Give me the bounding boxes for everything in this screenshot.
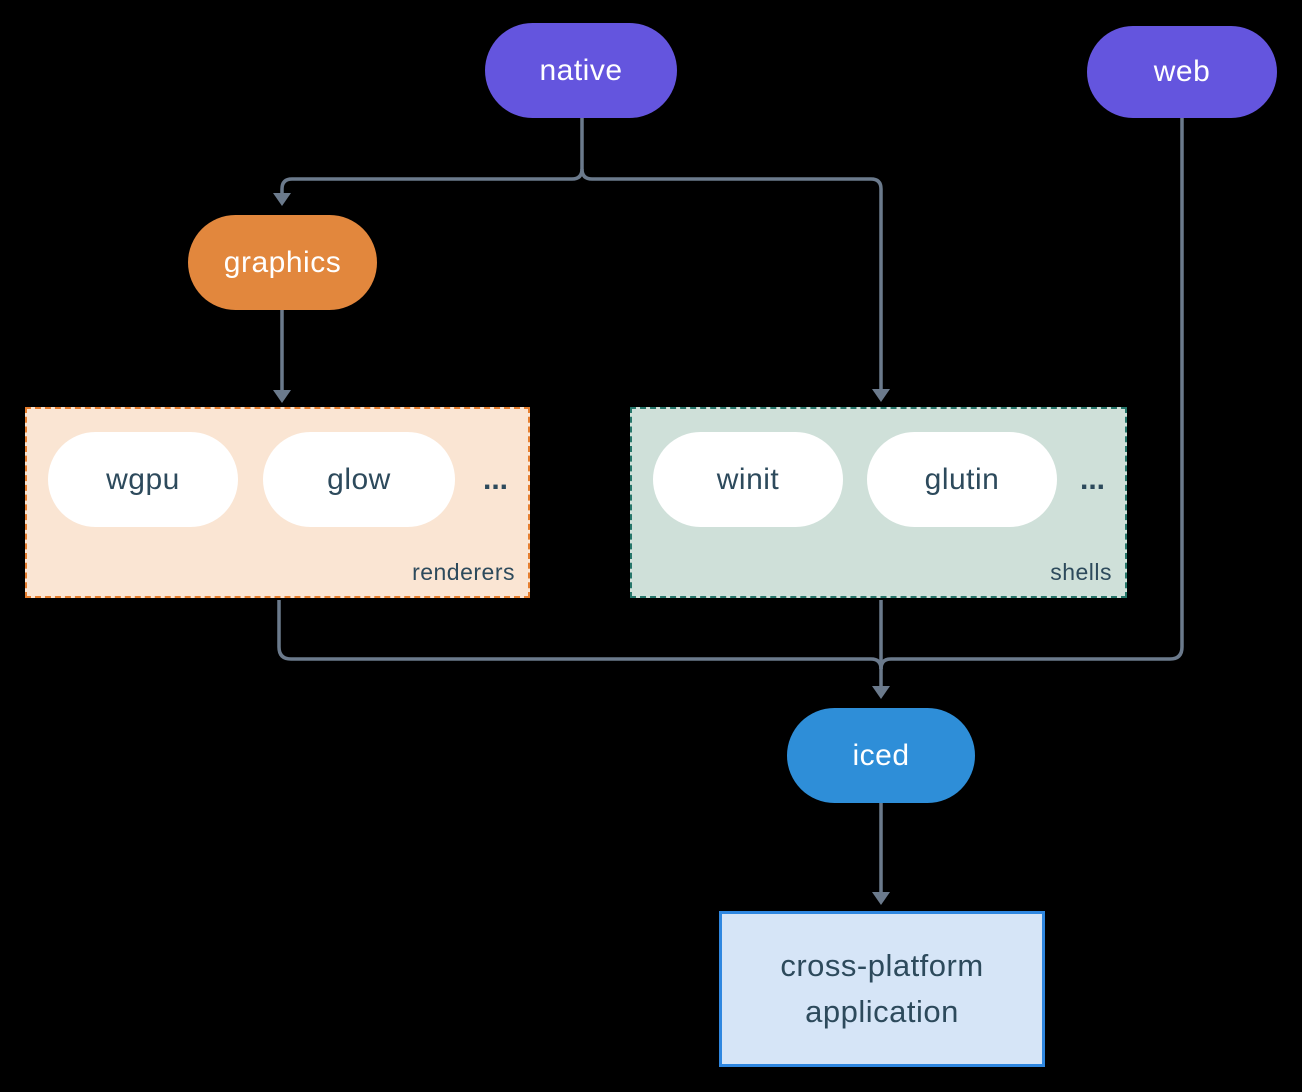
renderers-group-label: renderers [412, 559, 515, 585]
edge-native-shells [580, 168, 883, 389]
native-label: native [539, 53, 623, 87]
arrowhead-graphics [273, 193, 291, 206]
arrowhead-iced [872, 686, 890, 699]
winit-label: winit [716, 462, 780, 496]
graphics-label: graphics [223, 245, 342, 279]
edge-native-graphics [280, 168, 584, 193]
application-label: cross-platform application [780, 947, 984, 1030]
web-node: web [1087, 26, 1277, 118]
renderers-ellipsis: ... [482, 462, 508, 496]
web-label: web [1153, 55, 1211, 88]
application-node: cross-platform application [719, 911, 1045, 1067]
glutin-label: glutin [924, 462, 1000, 496]
glow-node: glow [263, 432, 455, 527]
edge-renderers-iced [277, 600, 883, 670]
shells-ellipsis: ... [1079, 462, 1105, 496]
wgpu-label: wgpu [106, 462, 180, 496]
renderers-group: wgpu glow ... renderers [25, 407, 530, 598]
glow-label: glow [327, 462, 391, 496]
winit-node: winit [653, 432, 843, 527]
native-node: native [485, 23, 677, 118]
graphics-node: graphics [188, 215, 377, 310]
arrowhead-renderers [273, 390, 291, 403]
arrowhead-shells [872, 389, 890, 402]
iced-node: iced [787, 708, 975, 803]
iced-label: iced [852, 738, 910, 772]
arrowhead-application [872, 892, 890, 905]
shells-group: winit glutin ... shells [630, 407, 1127, 598]
shells-group-label: shells [1050, 559, 1112, 585]
glutin-node: glutin [867, 432, 1057, 527]
wgpu-node: wgpu [48, 432, 238, 527]
